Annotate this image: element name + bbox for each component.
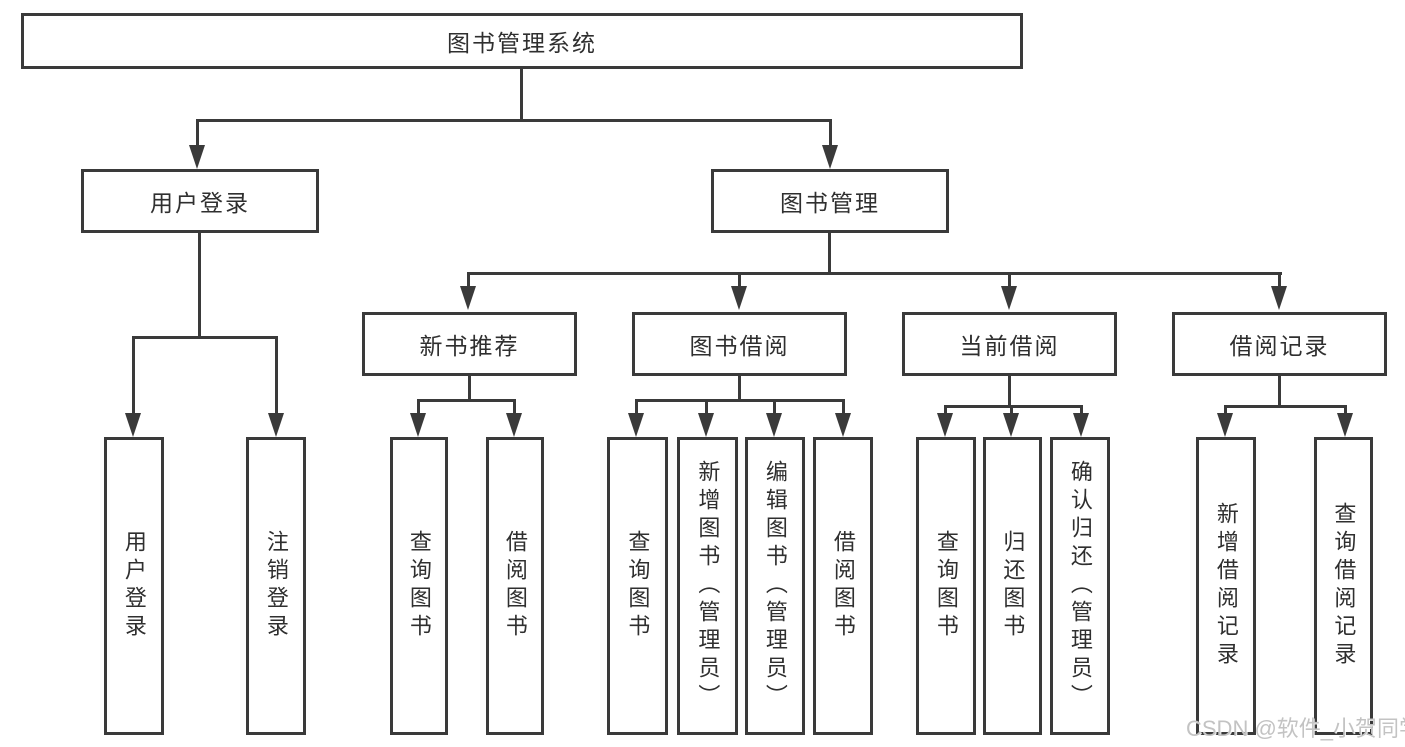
- connector-vline: [773, 399, 776, 415]
- connector-vline: [738, 272, 741, 288]
- connector-hline: [468, 272, 1282, 275]
- arrow-down-icon: [698, 413, 714, 437]
- leaf-nb-borrow-books: 借阅图书: [486, 437, 544, 735]
- node-label: 新增图书（管理员）: [695, 460, 721, 712]
- connector-vline: [944, 405, 947, 415]
- node-label: 查询借阅记录: [1331, 502, 1357, 670]
- leaf-bb-edit-books-admin: 编辑图书（管理员）: [745, 437, 805, 735]
- arrow-down-icon: [1217, 413, 1233, 437]
- arrow-down-icon: [125, 413, 141, 437]
- node-label: 图书借阅: [689, 333, 790, 359]
- connector-vline: [1008, 272, 1011, 288]
- node-label: 查询图书: [933, 530, 959, 642]
- leaf-cb-return-books: 归还图书: [983, 437, 1042, 735]
- node-label: 注销登录: [263, 530, 289, 642]
- arrow-down-icon: [766, 413, 782, 437]
- connector-vline: [467, 272, 470, 288]
- node-label: 图书管理: [780, 190, 880, 216]
- connector-vline: [1010, 405, 1013, 415]
- connector-vline: [417, 399, 420, 415]
- node-label: 归还图书: [1000, 530, 1026, 642]
- node-current-borrowing: 当前借阅: [902, 312, 1117, 376]
- arrow-down-icon: [1003, 413, 1019, 437]
- connector-vline: [196, 119, 199, 147]
- arrow-down-icon: [628, 413, 644, 437]
- leaf-bb-add-books-admin: 新增图书（管理员）: [677, 437, 738, 735]
- connector-vline: [738, 376, 741, 402]
- node-label: 新增借阅记录: [1213, 502, 1239, 670]
- leaf-cb-confirm-return-admin: 确认归还（管理员）: [1050, 437, 1110, 735]
- connector-vline: [705, 399, 708, 415]
- connector-hline: [132, 336, 278, 339]
- connector-vline: [520, 69, 523, 119]
- node-label: 借阅图书: [502, 530, 528, 642]
- arrow-down-icon: [506, 413, 522, 437]
- node-user-login: 用户登录: [81, 169, 319, 233]
- node-label: 查询图书: [625, 530, 651, 642]
- connector-vline: [829, 119, 832, 147]
- node-label: 图书管理系统: [447, 30, 597, 56]
- node-label: 查询图书: [406, 530, 432, 642]
- arrow-down-icon: [410, 413, 426, 437]
- connector-vline: [635, 399, 638, 415]
- node-label: 确认归还（管理员）: [1067, 460, 1093, 712]
- csdn-watermark: CSDN @软件_小贺同学: [1186, 716, 1405, 741]
- node-book-management: 图书管理: [711, 169, 949, 233]
- connector-vline: [828, 233, 831, 275]
- arrow-down-icon: [937, 413, 953, 437]
- arrow-down-icon: [1271, 286, 1287, 310]
- node-label: 借阅图书: [830, 530, 856, 642]
- connector-hline: [944, 405, 1083, 408]
- node-root-library-system: 图书管理系统: [21, 13, 1023, 69]
- connector-hline: [417, 399, 516, 402]
- node-label: 用户登录: [121, 530, 147, 642]
- connector-vline: [275, 336, 278, 415]
- connector-vline: [132, 336, 135, 415]
- connector-vline: [1278, 376, 1281, 408]
- leaf-user-login: 用户登录: [104, 437, 164, 735]
- connector-vline: [1344, 405, 1347, 415]
- arrow-down-icon: [1073, 413, 1089, 437]
- arrow-down-icon: [1001, 286, 1017, 310]
- node-label: 用户登录: [150, 190, 250, 216]
- node-label: 编辑图书（管理员）: [762, 460, 788, 712]
- connector-hline: [635, 399, 845, 402]
- node-label: 新书推荐: [419, 333, 520, 359]
- leaf-logout: 注销登录: [246, 437, 306, 735]
- leaf-bb-query-books: 查询图书: [607, 437, 668, 735]
- node-book-borrowing: 图书借阅: [632, 312, 847, 376]
- connector-vline: [513, 399, 516, 415]
- arrow-down-icon: [460, 286, 476, 310]
- leaf-br-query-record: 查询借阅记录: [1314, 437, 1373, 735]
- arrow-down-icon: [822, 145, 838, 169]
- connector-vline: [198, 233, 201, 339]
- arrow-down-icon: [1337, 413, 1353, 437]
- arrow-down-icon: [189, 145, 205, 169]
- node-label: 借阅记录: [1229, 333, 1330, 359]
- leaf-br-add-record: 新增借阅记录: [1196, 437, 1256, 735]
- node-borrowing-records: 借阅记录: [1172, 312, 1387, 376]
- arrow-down-icon: [835, 413, 851, 437]
- connector-vline: [842, 399, 845, 415]
- arrow-down-icon: [268, 413, 284, 437]
- leaf-bb-borrow-books: 借阅图书: [813, 437, 873, 735]
- connector-vline: [1080, 405, 1083, 415]
- leaf-cb-query-books: 查询图书: [916, 437, 976, 735]
- connector-vline: [1008, 376, 1011, 408]
- node-label: 当前借阅: [959, 333, 1060, 359]
- connector-hline: [196, 119, 832, 122]
- node-new-book-recommend: 新书推荐: [362, 312, 577, 376]
- connector-vline: [1278, 272, 1281, 288]
- arrow-down-icon: [731, 286, 747, 310]
- connector-vline: [468, 376, 471, 402]
- connector-vline: [1224, 405, 1227, 415]
- leaf-nb-query-books: 查询图书: [390, 437, 448, 735]
- connector-hline: [1224, 405, 1347, 408]
